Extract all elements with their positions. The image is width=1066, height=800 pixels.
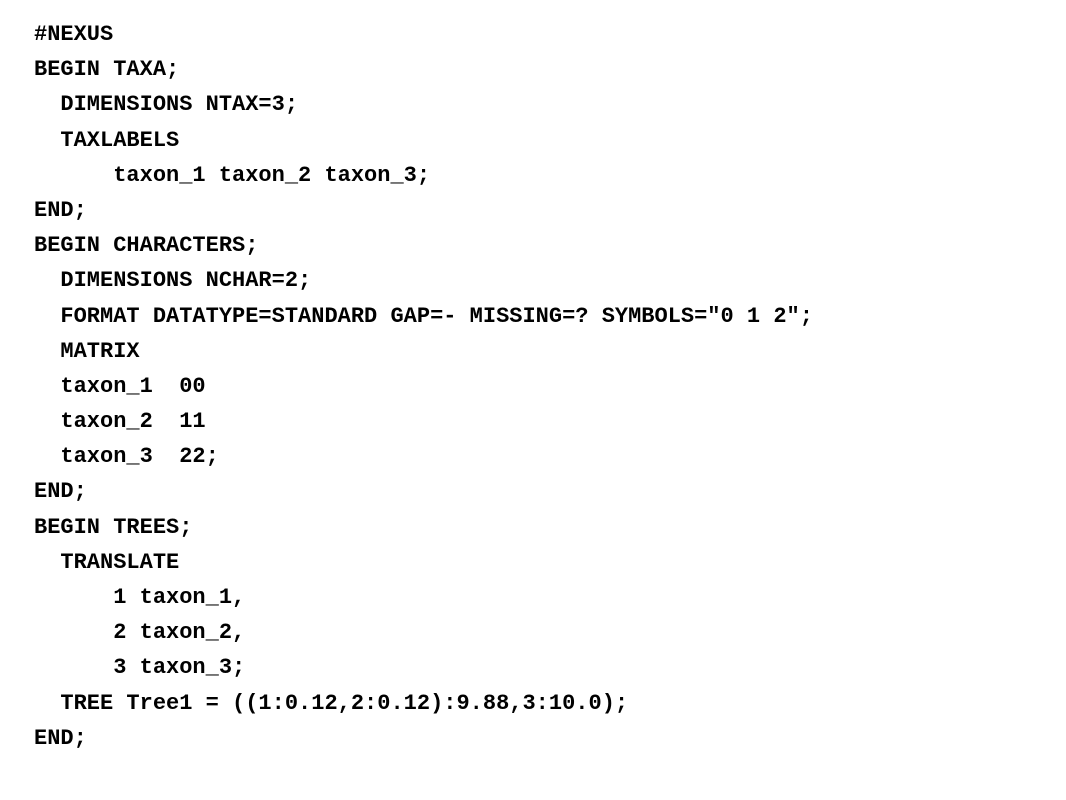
- line-nexus-header: #NEXUS: [34, 22, 114, 47]
- line-translate: TRANSLATE: [34, 549, 180, 575]
- line-tree: TREE Tree1 = ((1:0.12,2:0.12):9.88,3:10.…: [34, 690, 629, 716]
- line-characters-dimensions: DIMENSIONS NCHAR=2;: [34, 268, 312, 294]
- line-matrix-row-2: taxon_2 11: [34, 409, 206, 435]
- line-begin-taxa: BEGIN TAXA;: [34, 57, 180, 83]
- line-matrix-row-1: taxon_1 00: [34, 373, 206, 399]
- line-taxa-dimensions: DIMENSIONS NTAX=3;: [34, 92, 299, 118]
- line-format: FORMAT DATATYPE=STANDARD GAP=- MISSING=?…: [34, 303, 813, 329]
- line-taxlabels: TAXLABELS: [34, 127, 180, 153]
- line-end-characters: END;: [34, 479, 87, 505]
- nexus-document: #NEXUS BEGIN TAXA; DIMENSIONS NTAX=3; TA…: [34, 17, 813, 756]
- line-matrix: MATRIX: [34, 338, 140, 364]
- line-taxlabels-values: taxon_1 taxon_2 taxon_3;: [34, 162, 431, 188]
- line-translate-2: 2 taxon_2,: [34, 620, 246, 646]
- line-begin-trees: BEGIN TREES;: [34, 514, 193, 540]
- line-end-taxa: END;: [34, 197, 87, 223]
- line-begin-characters: BEGIN CHARACTERS;: [34, 233, 259, 259]
- line-end-trees: END;: [34, 725, 87, 751]
- line-translate-1: 1 taxon_1,: [34, 585, 246, 610]
- line-translate-3: 3 taxon_3;: [34, 655, 246, 681]
- line-matrix-row-3: taxon_3 22;: [34, 444, 219, 470]
